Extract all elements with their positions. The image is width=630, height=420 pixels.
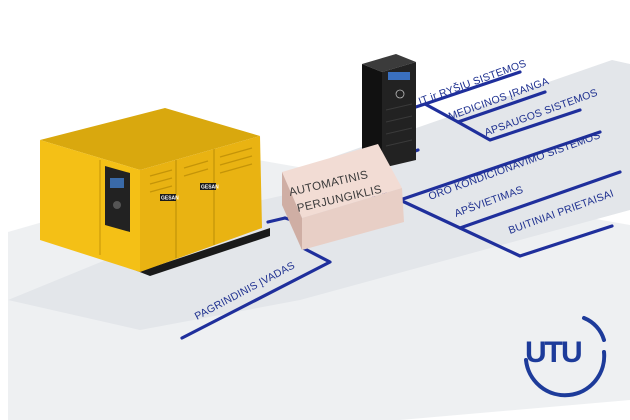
generator-brand-side: GESAN <box>161 196 179 202</box>
line-generator-feed <box>266 216 287 224</box>
generator-control-panel <box>105 166 130 232</box>
ups-display <box>388 72 410 80</box>
transfer-switch-box: AUTOMATINIS PERJUNGIKLIS <box>282 144 404 250</box>
diesel-generator: GESAN GESAN <box>40 108 270 276</box>
ups-brand-logo <box>395 89 405 99</box>
line-branch-security <box>456 108 582 142</box>
utu-logo: UTU <box>524 316 607 398</box>
ups-unit <box>362 54 416 168</box>
generator-brand-plate-side2 <box>200 183 216 190</box>
generator-brand-side2: GESAN <box>201 185 219 191</box>
line-branch-household <box>458 224 614 258</box>
generator-brand-plate-side <box>160 194 176 201</box>
logo-text: UTU <box>525 336 581 369</box>
